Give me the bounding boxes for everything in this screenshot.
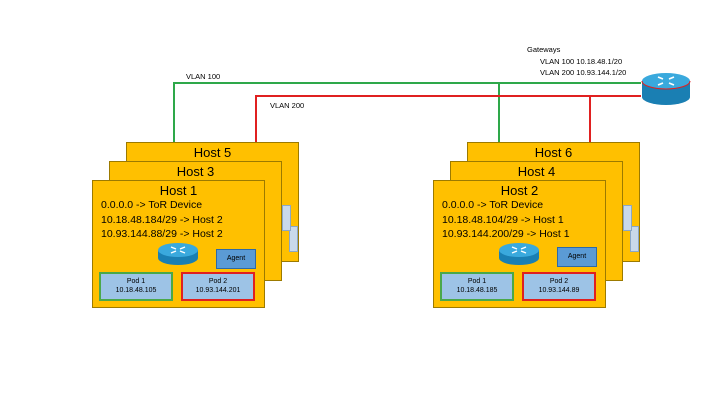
pod-ip: 10.18.48.185: [456, 287, 498, 294]
host-2-card: Host 2 0.0.0.0 -> ToR Device 10.18.48.10…: [433, 180, 606, 308]
vlan100-label: VLAN 100: [186, 72, 221, 81]
host-1-agent: Agent: [216, 249, 256, 269]
host-1-route-vlan200: 10.93.144.88/29 -> Host 2: [101, 228, 223, 240]
gateway-vlan200: VLAN 200 10.93.144.1/20: [540, 68, 627, 77]
vlan200-line: [255, 95, 591, 143]
pod-ip: 10.93.144.201: [195, 287, 241, 294]
host-2-route-default: 0.0.0.0 -> ToR Device: [442, 199, 544, 211]
host-3-title: Host 3: [176, 164, 215, 179]
host-5-title: Host 5: [193, 145, 232, 160]
host-2-agent: Agent: [557, 247, 597, 267]
host-1-pod-2: Pod 2 10.93.144.201: [181, 272, 255, 301]
host-2-router-icon: [499, 243, 539, 265]
pod-name: Pod 1: [467, 278, 487, 285]
vlan200-label: VLAN 200: [270, 101, 305, 110]
host-4-tab: [623, 205, 632, 231]
host-2-title: Host 2: [500, 183, 539, 198]
host-1-title: Host 1: [159, 183, 198, 198]
host-5-tab: [289, 226, 298, 252]
gateways-title: Gateways: [527, 45, 561, 54]
host-3-tab: [282, 205, 291, 231]
host-1-pod-1: Pod 1 10.18.48.105: [99, 272, 173, 301]
vlan100-line: [173, 82, 500, 143]
host-1-card: Host 1 0.0.0.0 -> ToR Device 10.18.48.18…: [92, 180, 265, 308]
host-1-route-vlan100: 10.18.48.184/29 -> Host 2: [101, 214, 223, 226]
pod-name: Pod 2: [549, 278, 569, 285]
tor-router-icon: [641, 73, 691, 105]
host-1-router-icon: [158, 243, 198, 265]
host-6-tab: [630, 226, 639, 252]
pod-ip: 10.18.48.105: [115, 287, 157, 294]
host-6-title: Host 6: [534, 145, 573, 160]
pod-name: Pod 1: [126, 278, 146, 285]
host-4-title: Host 4: [517, 164, 556, 179]
host-2-pod-1: Pod 1 10.18.48.185: [440, 272, 514, 301]
host-1-route-default: 0.0.0.0 -> ToR Device: [101, 199, 203, 211]
host-2-route-vlan200: 10.93.144.200/29 -> Host 1: [442, 228, 570, 240]
host-2-pod-2: Pod 2 10.93.144.89: [522, 272, 596, 301]
pod-name: Pod 2: [208, 278, 228, 285]
gateway-vlan100: VLAN 100 10.18.48.1/20: [540, 57, 623, 66]
host-2-route-vlan100: 10.18.48.104/29 -> Host 1: [442, 214, 564, 226]
pod-ip: 10.93.144.89: [538, 287, 580, 294]
